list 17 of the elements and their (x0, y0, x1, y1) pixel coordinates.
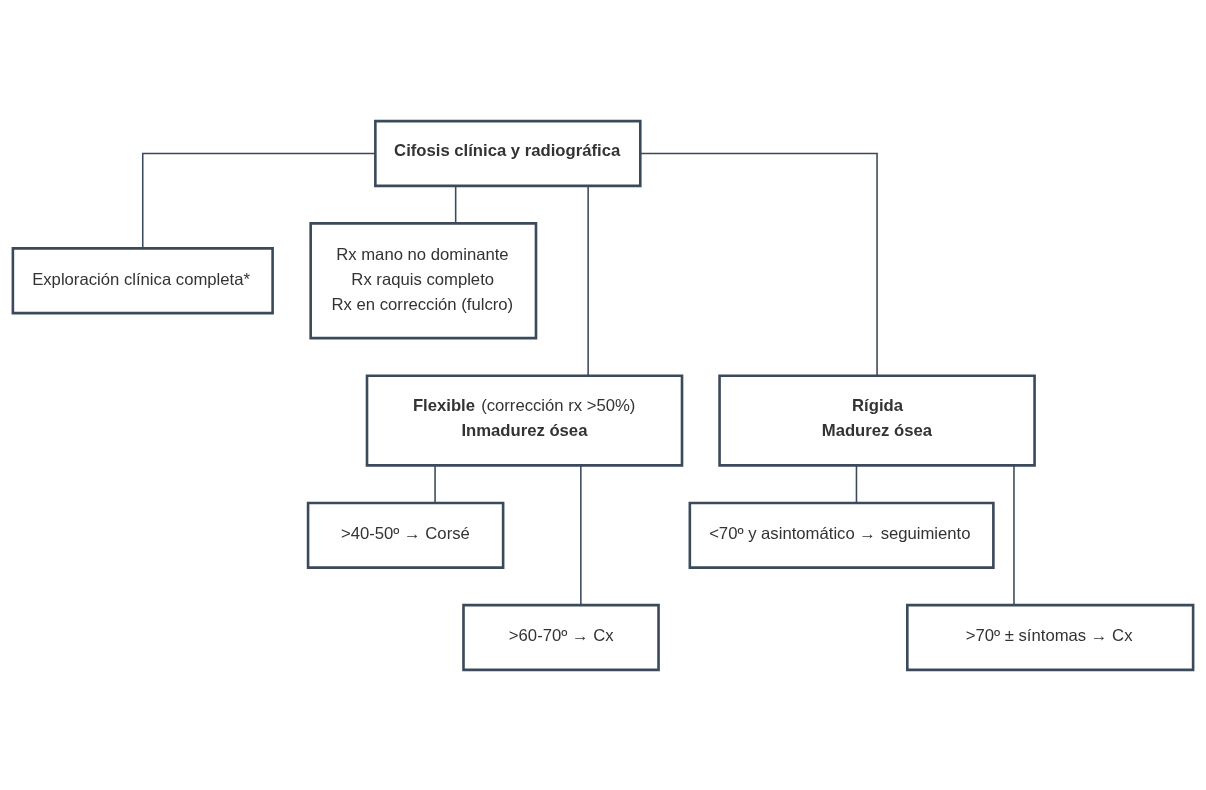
connector (434, 464, 436, 504)
node-box: >70º ± síntomas → Cx (906, 603, 1195, 671)
node-box: >60-70º → Cx (462, 603, 660, 671)
connector (1013, 464, 1015, 606)
node-box: Cifosis clínica y radiográfica (374, 119, 642, 187)
node-box: >40-50º → Corsé (306, 501, 505, 569)
node-box: Rígida Madurez ósea (718, 373, 1036, 467)
node-box: Rx mano no dominante Rx raquis completo Rx en corrección (fulcro) (309, 221, 538, 339)
connector (639, 152, 878, 376)
connector (580, 464, 582, 606)
node-box: <70º y asintomático → seguimiento (688, 501, 995, 569)
connector (141, 152, 376, 249)
connector (587, 184, 589, 376)
node-box: Exploración clínica completa* (11, 246, 274, 314)
node-box: Flexible (corrección rx >50%) Inmadurez ósea (365, 373, 684, 467)
connector (855, 464, 858, 504)
connector (454, 184, 457, 224)
